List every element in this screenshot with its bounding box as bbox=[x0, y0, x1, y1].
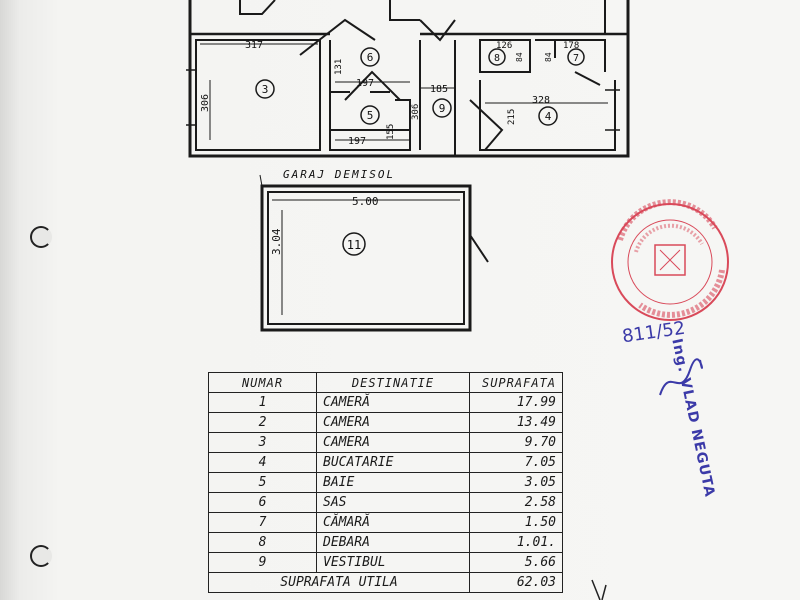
surface-table: NUMAR DESTINATIE SUPRAFATA 1 CAMERĂ 17.9… bbox=[208, 372, 563, 593]
cell-dest: CAMERA bbox=[316, 412, 470, 433]
cell-num: 1 bbox=[208, 392, 317, 413]
cell-dest: CAMERĂ bbox=[316, 392, 470, 413]
cell-area: 2.58 bbox=[469, 492, 563, 513]
dimension-label: 197 bbox=[356, 78, 374, 89]
cell-area: 9.70 bbox=[469, 432, 563, 453]
dimension-label: 131 bbox=[334, 59, 344, 75]
dimension-label: 185 bbox=[430, 84, 448, 95]
table-row: 9 VESTIBUL 5.66 bbox=[208, 552, 563, 573]
room-number: 9 bbox=[439, 102, 446, 115]
cell-area: 5.66 bbox=[469, 552, 563, 573]
cell-num: 8 bbox=[208, 532, 317, 553]
room-number: 4 bbox=[545, 110, 552, 123]
room-number: 8 bbox=[494, 53, 500, 64]
table-header-row: NUMAR DESTINATIE SUPRAFATA bbox=[208, 372, 563, 393]
cell-dest: BUCATARIE bbox=[316, 452, 470, 473]
cell-num: 2 bbox=[208, 412, 317, 433]
cell-num: 6 bbox=[208, 492, 317, 513]
cell-area: 7.05 bbox=[469, 452, 563, 473]
table-row: 8 DEBARA 1.01. bbox=[208, 532, 563, 553]
dimension-label: 3.04 bbox=[270, 228, 283, 255]
punch-hole-icon bbox=[30, 226, 52, 248]
room-number: 6 bbox=[367, 51, 374, 64]
dimension-label: 197 bbox=[348, 136, 366, 147]
table-row: 2 CAMERA 13.49 bbox=[208, 412, 563, 433]
cell-area: 17.99 bbox=[469, 392, 563, 413]
dimension-label: 126 bbox=[496, 41, 512, 51]
signature-scribble-icon bbox=[659, 358, 703, 396]
cell-area: 3.05 bbox=[469, 472, 563, 493]
cell-dest: CĂMARĂ bbox=[316, 512, 470, 533]
punch-hole-icon bbox=[30, 545, 52, 567]
cell-area: 1.50 bbox=[469, 512, 563, 533]
cell-dest: SAS bbox=[316, 492, 470, 513]
dimension-label: 306 bbox=[200, 94, 211, 112]
header-numar: NUMAR bbox=[208, 372, 317, 393]
cell-dest: BAIE bbox=[316, 472, 470, 493]
table-row: 1 CAMERĂ 17.99 bbox=[208, 392, 563, 413]
dimension-label: 328 bbox=[532, 95, 550, 106]
cell-area: 1.01. bbox=[469, 532, 563, 553]
table-row: 3 CAMERA 9.70 bbox=[208, 432, 563, 453]
garage-label: GARAJ DEMISOL bbox=[283, 168, 395, 181]
total-label: SUPRAFATA UTILA bbox=[208, 572, 470, 593]
total-value: 62.03 bbox=[469, 572, 563, 593]
room-number: 3 bbox=[262, 83, 269, 96]
cell-num: 3 bbox=[208, 432, 317, 453]
dimension-label: 317 bbox=[245, 40, 263, 51]
cell-num: 5 bbox=[208, 472, 317, 493]
dimension-label: 178 bbox=[563, 41, 579, 51]
dimension-label: 215 bbox=[507, 109, 517, 125]
table-row: 4 BUCATARIE 7.05 bbox=[208, 452, 563, 473]
header-suprafata: SUPRAFATA bbox=[469, 372, 563, 393]
room-number: 11 bbox=[347, 238, 361, 252]
dimension-label: 155 bbox=[386, 124, 396, 140]
room-number: 7 bbox=[573, 53, 579, 64]
cell-num: 7 bbox=[208, 512, 317, 533]
table-row: 5 BAIE 3.05 bbox=[208, 472, 563, 493]
table-row: 6 SAS 2.58 bbox=[208, 492, 563, 513]
dimension-label: 84 bbox=[515, 52, 524, 62]
cadastre-stamp-icon bbox=[611, 199, 729, 321]
cell-num: 4 bbox=[208, 452, 317, 473]
table-total-row: SUPRAFATA UTILA 62.03 bbox=[208, 572, 563, 593]
cell-dest: CAMERA bbox=[316, 432, 470, 453]
header-destinatie: DESTINATIE bbox=[316, 372, 470, 393]
cell-num: 9 bbox=[208, 552, 317, 573]
cell-dest: DEBARA bbox=[316, 532, 470, 553]
dimension-label: 306 bbox=[411, 104, 421, 120]
room-number: 5 bbox=[367, 109, 374, 122]
cell-dest: VESTIBUL bbox=[316, 552, 470, 573]
table-row: 7 CĂMARĂ 1.50 bbox=[208, 512, 563, 533]
dimension-label: 84 bbox=[544, 52, 553, 62]
cell-area: 13.49 bbox=[469, 412, 563, 433]
dimension-label: 5.00 bbox=[352, 195, 379, 208]
